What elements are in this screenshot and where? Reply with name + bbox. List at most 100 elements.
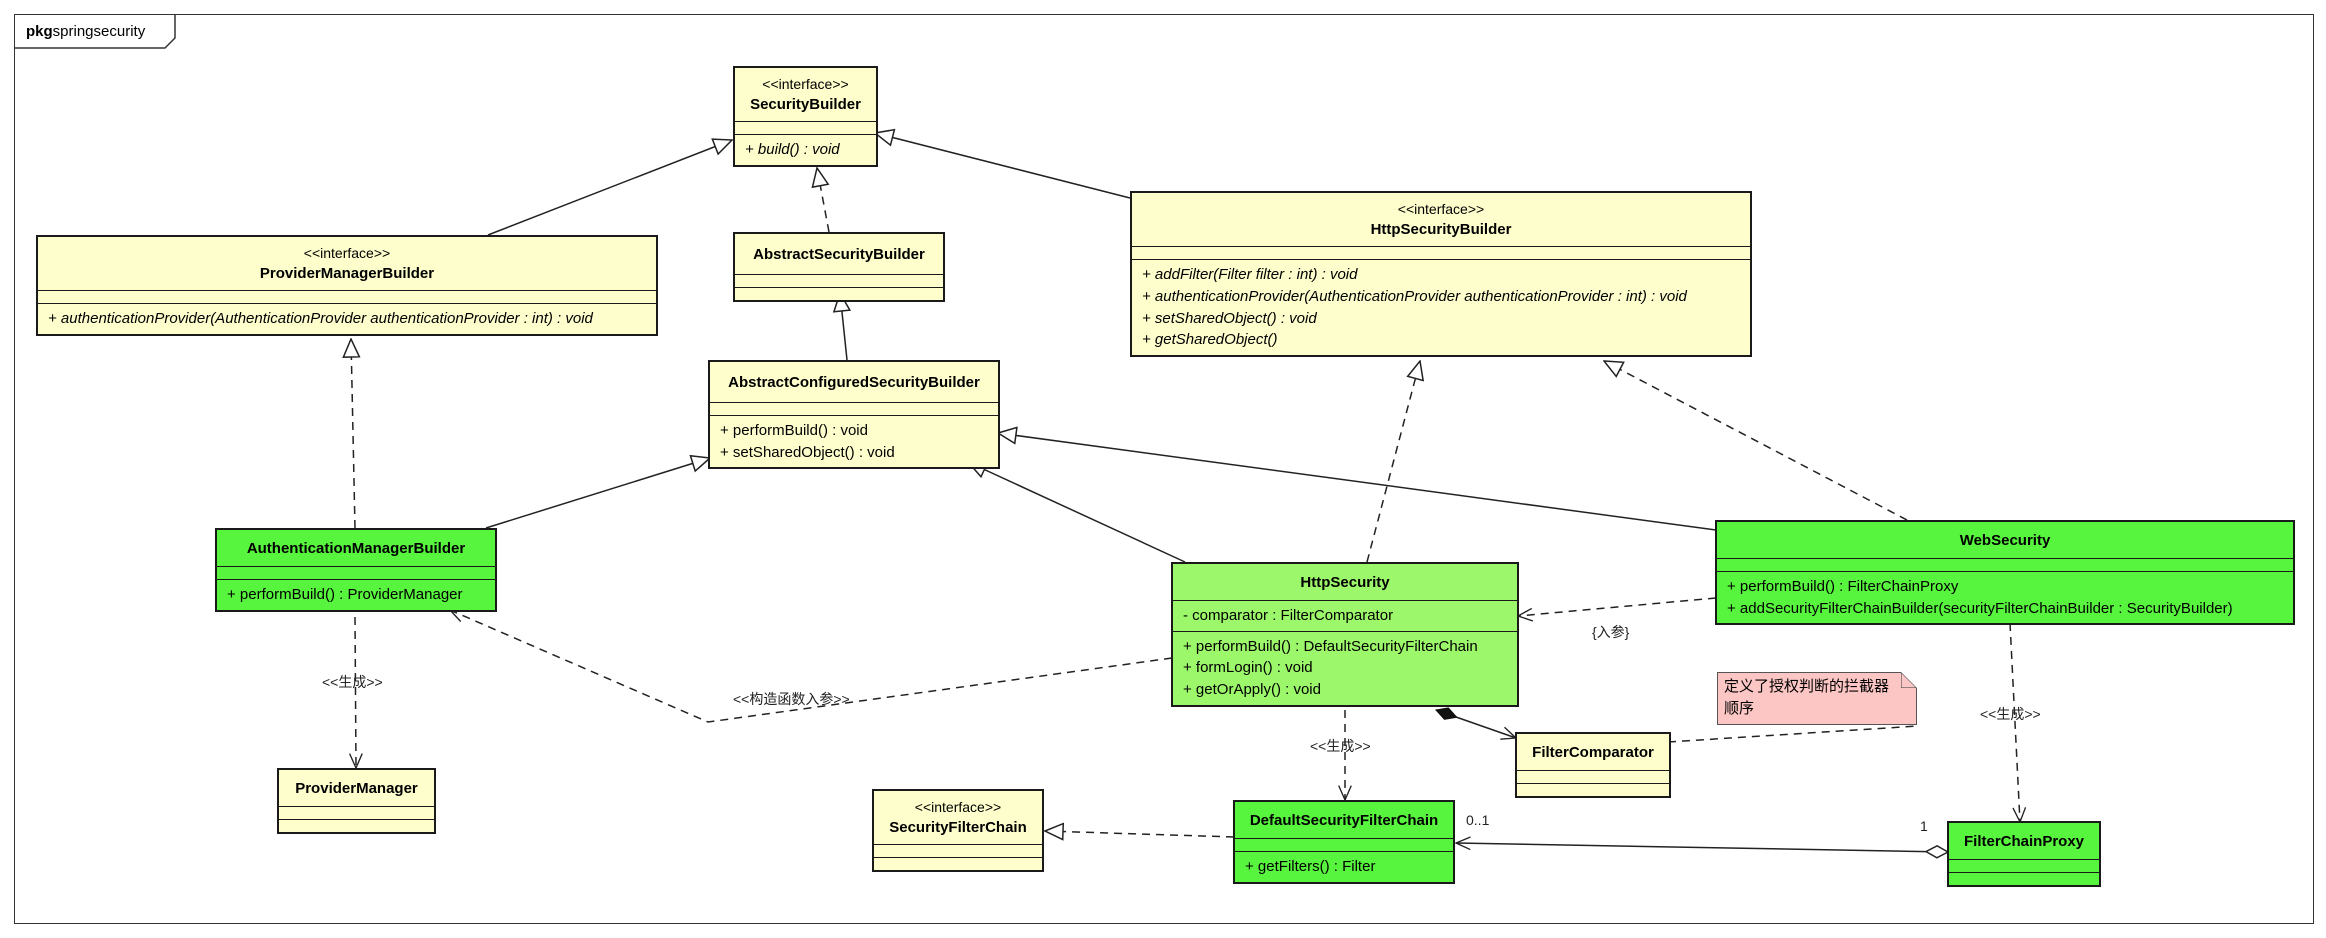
stereotype: <<interface>> <box>303 245 391 261</box>
edge-amb-generates-pm <box>348 616 363 770</box>
method: + performBuild() : ProviderManager <box>227 585 463 603</box>
class-abstract-security-builder[interactable]: AbstractSecurityBuilder <box>733 232 945 302</box>
methods-section <box>1517 782 1669 796</box>
attributes-section <box>710 401 998 415</box>
methods-section <box>735 286 943 300</box>
note-fold-icon <box>1901 672 1917 688</box>
methods-section <box>279 818 434 832</box>
methods-section: + performBuild() : ProviderManager <box>217 578 495 610</box>
label-generates-hs: <<生成>> <box>1310 738 1371 754</box>
edge-ws-generates-fcp <box>2009 622 2027 824</box>
package-tab-outline <box>14 14 176 49</box>
methods-section: + performBuild() : void + setSharedObjec… <box>710 414 998 468</box>
method: + performBuild() : DefaultSecurityFilter… <box>1183 637 1478 655</box>
method: + authenticationProvider(AuthenticationP… <box>1142 287 1687 305</box>
attributes-section <box>874 844 1042 857</box>
label-generates-ws: <<生成>> <box>1980 706 2041 722</box>
methods-section: + addFilter(Filter filter : int) : void … <box>1132 259 1750 355</box>
class-provider-manager[interactable]: ProviderManager <box>277 768 436 834</box>
class-name: ProviderManagerBuilder <box>259 265 435 283</box>
edge-ws-to-hsb <box>1604 361 1908 521</box>
edge-acsb-to-asb <box>840 293 847 361</box>
method: + setSharedObject() : void <box>720 443 895 461</box>
methods-section: + getFilters() : Filter <box>1235 850 1453 882</box>
method: + build() : void <box>745 141 840 159</box>
package-tab: pkgspringsecurity <box>14 14 174 48</box>
class-security-builder[interactable]: <<interface>> SecurityBuilder + build() :… <box>733 66 878 167</box>
stereotype: <<interface>> <box>914 799 1002 815</box>
edge-hs-to-acsb <box>968 462 1186 563</box>
edge-ws-to-acsb <box>998 433 1717 531</box>
class-name: ProviderManager <box>295 780 418 797</box>
edge-amb-to-acsb <box>485 458 710 529</box>
method: + getOrApply() : void <box>1183 681 1321 698</box>
method: + setSharedObject() : void <box>1142 309 1317 327</box>
note-filter-order[interactable]: 定义了授权判断的拦截器顺序 <box>1717 672 1917 725</box>
attributes-section <box>735 273 943 287</box>
edge-ws-param-hs <box>1516 597 1717 622</box>
methods-section: + authenticationProvider(AuthenticationP… <box>38 303 656 334</box>
stereotype: <<interface>> <box>1397 201 1485 217</box>
attributes-section <box>735 121 876 134</box>
edge-dsfc-to-sfc <box>1045 831 1235 837</box>
attributes-section <box>1717 557 2293 571</box>
edge-pmb-to-securitybuilder <box>487 140 732 236</box>
edge-hs-to-hsb <box>1366 361 1420 563</box>
label-multiplicity-default: 0..1 <box>1466 812 1490 828</box>
class-name: HttpSecurityBuilder <box>1370 221 1512 239</box>
label-ctor-param: <<构造函数入参>> <box>733 691 850 707</box>
package-name: springsecurity <box>52 23 146 40</box>
methods-section: + build() : void <box>735 134 876 165</box>
attribute: - comparator : FilterComparator <box>1183 606 1394 624</box>
class-abstract-configured-security-builder[interactable]: AbstractConfiguredSecurityBuilder + perf… <box>708 360 1000 470</box>
stereotype: <<interface>> <box>762 76 849 92</box>
method: + authenticationProvider(AuthenticationP… <box>48 310 593 328</box>
attributes-section <box>1235 837 1453 851</box>
attributes-section <box>279 805 434 819</box>
methods-section: + performBuild() : FilterChainProxy + ad… <box>1717 570 2293 624</box>
method: + getSharedObject() <box>1142 331 1278 349</box>
class-name: FilterComparator <box>1532 744 1654 761</box>
method: + formLogin() : void <box>1183 659 1313 677</box>
note-text: 定义了授权判断的拦截器顺序 <box>1724 678 1890 717</box>
class-name: DefaultSecurityFilterChain <box>1249 812 1439 829</box>
label-generates-amb: <<生成>> <box>322 674 383 690</box>
method: + getFilters() : Filter <box>1245 857 1376 875</box>
class-name: WebSecurity <box>1959 532 2051 549</box>
label-multiplicity-proxy: 1 <box>1920 818 1928 834</box>
package-keyword: pkg <box>26 23 53 40</box>
edge-hs-composes-fc <box>1436 710 1516 738</box>
class-name: AuthenticationManagerBuilder <box>246 540 466 557</box>
class-filter-chain-proxy[interactable]: FilterChainProxy <box>1947 821 2101 887</box>
edge-asb-to-securitybuilder <box>817 168 830 233</box>
class-name: SecurityBuilder <box>750 96 861 114</box>
class-security-filter-chain[interactable]: <<interface>> SecurityFilterChain <box>872 789 1044 873</box>
methods-section <box>874 857 1042 870</box>
methods-section <box>1949 871 2099 885</box>
attributes-section <box>1949 858 2099 872</box>
class-authentication-manager-builder[interactable]: AuthenticationManagerBuilder + performBu… <box>215 528 497 612</box>
class-filter-comparator[interactable]: FilterComparator <box>1515 732 1671 798</box>
edge-hs-ctor-param-amb <box>448 609 1173 723</box>
edge-fcp-aggregates-dsfc <box>1456 843 1948 852</box>
attributes-section <box>1517 769 1669 783</box>
label-param: {入参} <box>1592 624 1630 640</box>
class-default-security-filter-chain[interactable]: DefaultSecurityFilterChain + getFilters(… <box>1233 800 1455 884</box>
method: + addSecurityFilterChainBuilder(security… <box>1727 599 2233 617</box>
class-web-security[interactable]: WebSecurity + performBuild() : FilterCha… <box>1715 520 2295 626</box>
attributes-section <box>1132 246 1750 259</box>
method: + performBuild() : FilterChainProxy <box>1727 577 1959 595</box>
package-label: pkgspringsecurity <box>26 23 145 40</box>
attributes-section: - comparator : FilterComparator <box>1173 599 1517 631</box>
class-name: AbstractSecurityBuilder <box>753 246 925 263</box>
class-http-security[interactable]: HttpSecurity - comparator : FilterCompar… <box>1171 562 1519 707</box>
class-name: SecurityFilterChain <box>889 819 1027 837</box>
class-provider-manager-builder[interactable]: <<interface>> ProviderManagerBuilder + au… <box>36 235 658 336</box>
class-http-security-builder[interactable]: <<interface>> HttpSecurityBuilder + addFi… <box>1130 191 1752 358</box>
package-frame <box>14 14 2314 924</box>
class-name: AbstractConfiguredSecurityBuilder <box>728 374 980 391</box>
class-name: FilterChainProxy <box>1963 833 2085 850</box>
method: + performBuild() : void <box>720 421 868 439</box>
attributes-section <box>217 565 495 579</box>
